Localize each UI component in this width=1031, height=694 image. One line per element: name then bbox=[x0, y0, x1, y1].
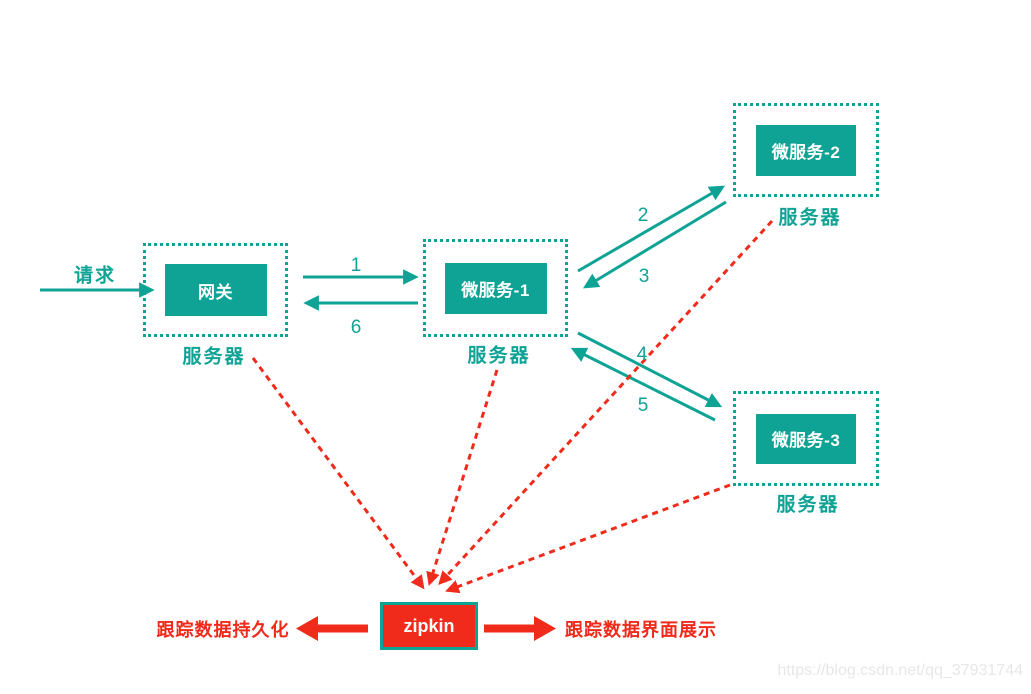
step-label-4: 4 bbox=[636, 344, 648, 365]
zipkin-persist-label: 跟踪数据持久化 bbox=[156, 620, 290, 640]
arrow-step-2 bbox=[577, 185, 726, 273]
gateway-server-label: 服务器 bbox=[182, 346, 246, 368]
microservice1-server-label: 服务器 bbox=[467, 345, 531, 367]
step-label-5: 5 bbox=[637, 395, 649, 416]
gateway-server-boundary: 网关 bbox=[143, 243, 288, 337]
microservice3-server-boundary: 微服务-3 bbox=[733, 391, 879, 486]
microservice2-box: 微服务-2 bbox=[756, 124, 856, 176]
step-label-2: 2 bbox=[637, 205, 649, 226]
arrow-step-4 bbox=[577, 331, 723, 408]
zipkin-right-arrow bbox=[484, 616, 556, 641]
microservice1-box: 微服务-1 bbox=[444, 262, 547, 314]
microservice2-server-label: 服务器 bbox=[778, 207, 842, 229]
step-label-1: 1 bbox=[350, 255, 362, 276]
microservice3-box: 微服务-3 bbox=[756, 413, 856, 464]
trace-arrow-gateway-to-zipkin bbox=[251, 357, 425, 590]
microservice1-server-boundary: 微服务-1 bbox=[423, 239, 568, 337]
microservice2-server-boundary: 微服务-2 bbox=[733, 103, 879, 197]
trace-arrow-ms2-to-zipkin bbox=[438, 219, 774, 586]
zipkin-left-arrow bbox=[296, 616, 368, 641]
arrow-step-5 bbox=[570, 347, 716, 422]
gateway-box: 网关 bbox=[164, 264, 267, 316]
zipkin-display-label: 跟踪数据界面展示 bbox=[565, 620, 717, 640]
trace-arrow-ms3-to-zipkin bbox=[445, 483, 731, 594]
watermark-text: https://blog.csdn.net/qq_37931744 bbox=[777, 662, 1023, 679]
step-label-6: 6 bbox=[350, 317, 362, 338]
request-label: 请求 bbox=[73, 265, 117, 287]
zipkin-box: zipkin bbox=[380, 602, 478, 650]
trace-arrow-ms1-to-zipkin bbox=[426, 369, 499, 586]
arrow-step-3 bbox=[582, 200, 727, 289]
microservice3-server-label: 服务器 bbox=[776, 494, 840, 516]
step-label-3: 3 bbox=[638, 266, 650, 287]
